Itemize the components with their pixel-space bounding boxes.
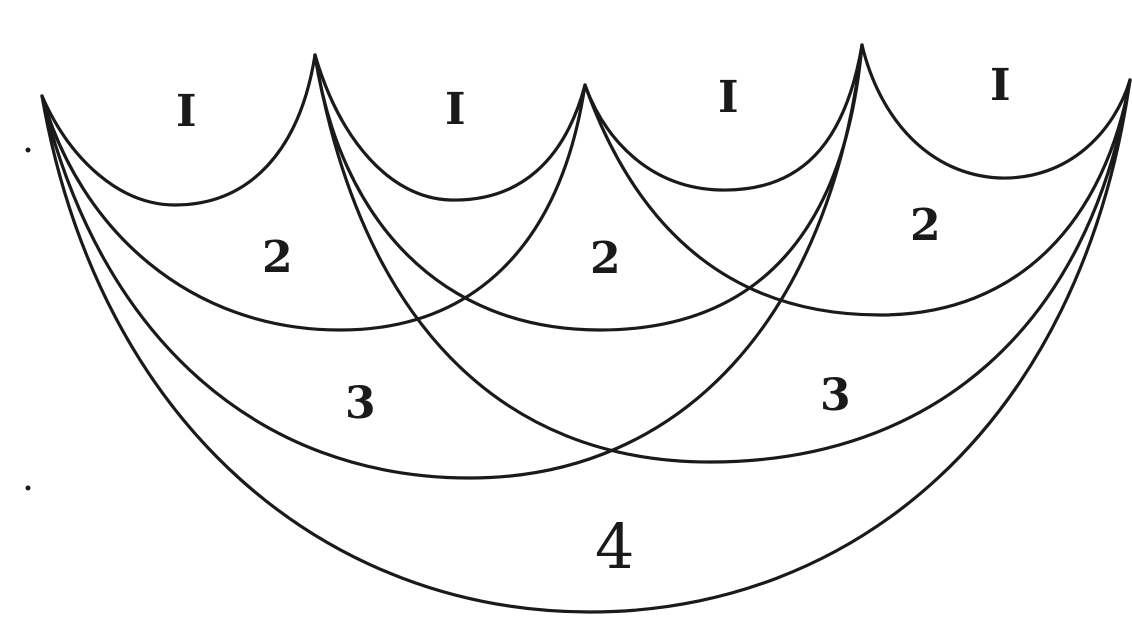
label-bottom: 4 (595, 510, 634, 583)
label-top-2: I (445, 84, 466, 135)
label-second-1: 2 (262, 232, 293, 283)
arc-second-1 (40, 83, 587, 332)
arc-second-2 (313, 43, 864, 332)
label-second-2: 2 (590, 233, 621, 284)
arc-third-2 (313, 53, 1132, 464)
margin-mark-1 (25, 147, 31, 153)
arc-top-3 (583, 43, 864, 192)
arc-third-1 (40, 43, 864, 480)
label-third-1: 3 (345, 378, 376, 429)
label-third-2: 3 (820, 370, 851, 421)
label-top-3: I (718, 72, 739, 123)
arc-top-1 (40, 53, 317, 207)
label-top-1: I (176, 86, 197, 137)
label-top-4: I (990, 60, 1011, 111)
arc-bottom (40, 78, 1132, 614)
arc-second-3 (583, 78, 1132, 317)
label-second-3: 2 (910, 200, 941, 251)
arc-top-2 (313, 53, 587, 202)
arc-top-4 (860, 43, 1132, 180)
margin-mark-2 (25, 485, 31, 491)
